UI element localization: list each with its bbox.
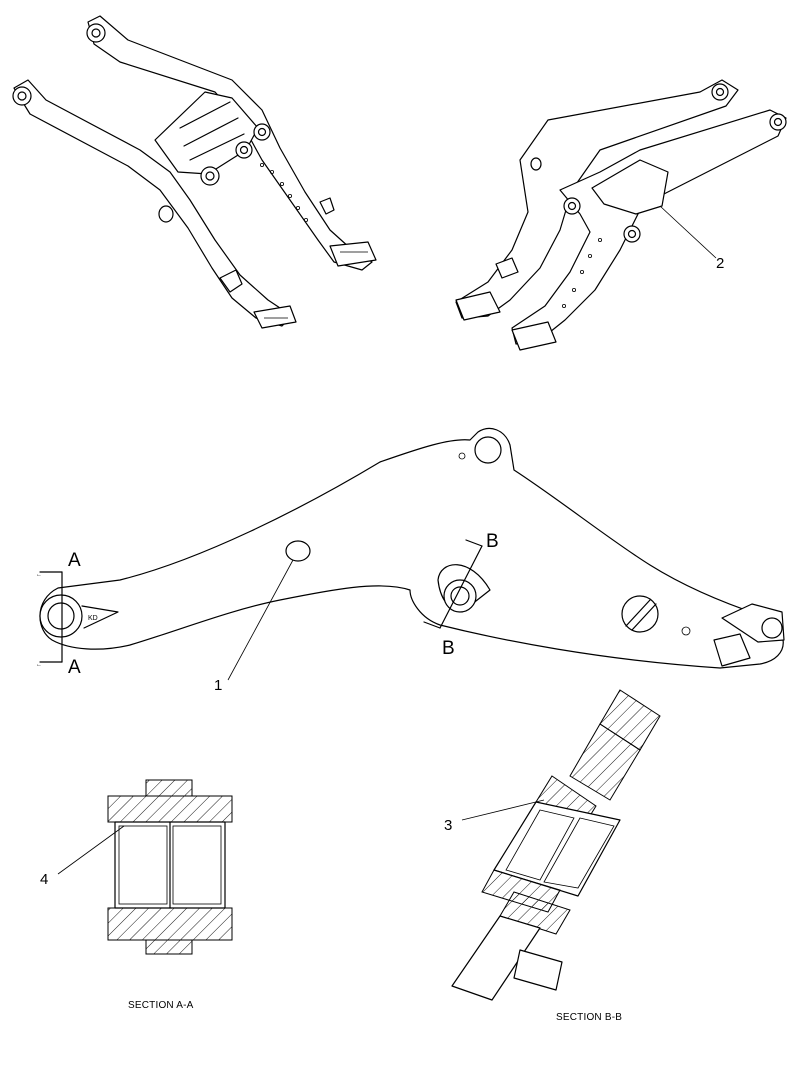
leader-1 [227, 559, 294, 681]
section-b-caption: SECTION B-B [556, 1012, 622, 1023]
section-a-cut-marker: ← ← [36, 571, 63, 668]
section-a-caption: SECTION A-A [128, 1000, 194, 1011]
leader-4 [57, 825, 125, 875]
section-a-label-top: A [68, 550, 81, 571]
svg-text:←: ← [36, 572, 42, 578]
callout-3: 3 [444, 817, 452, 834]
callout-4: 4 [40, 871, 48, 888]
lift-arm-assembly-right-view [455, 79, 787, 351]
section-b-label-bottom: B [442, 638, 455, 659]
svg-text:KD: KD [88, 615, 98, 622]
callout-2: 2 [716, 255, 724, 272]
svg-text:←: ← [36, 662, 42, 668]
leader-3 [461, 799, 545, 821]
section-b-cut-marker [423, 539, 483, 629]
section-b-b-drawing [451, 689, 661, 1001]
callout-1: 1 [214, 677, 222, 694]
section-a-label-bottom: A [68, 657, 81, 678]
section-a-a-drawing [107, 779, 233, 955]
section-b-label-top: B [486, 531, 499, 552]
lift-arm-assembly-left-view [12, 15, 377, 329]
lift-arm-side-view: KD [39, 427, 785, 669]
leader-2 [659, 205, 717, 259]
